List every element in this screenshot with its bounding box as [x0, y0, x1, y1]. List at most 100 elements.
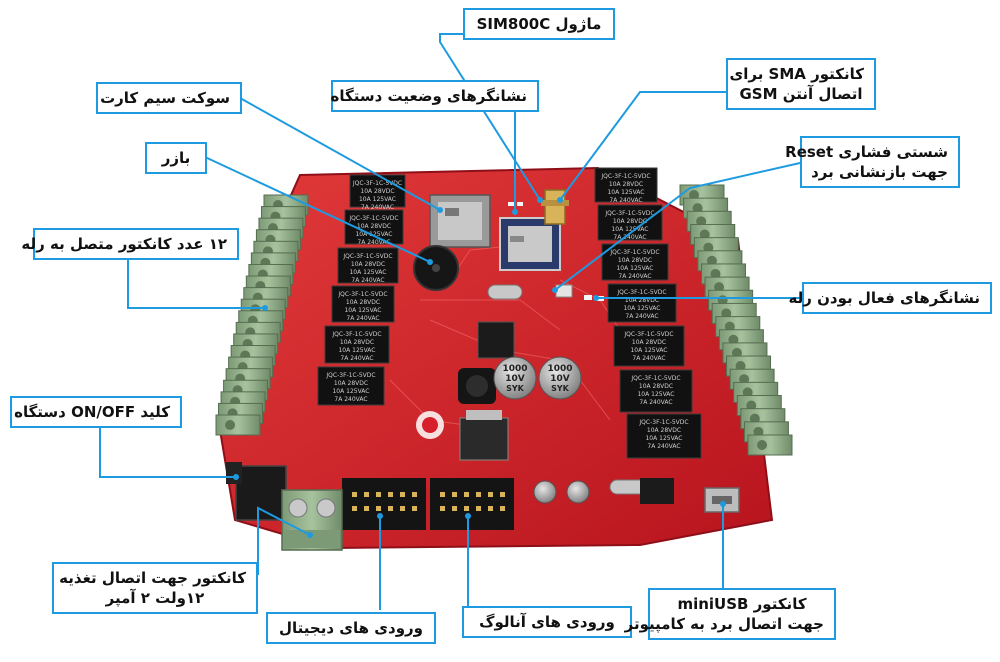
svg-text:7A 240VAC: 7A 240VAC: [647, 443, 680, 450]
svg-text:7A 240VAC: 7A 240VAC: [340, 355, 373, 362]
svg-text:7A 240VAC: 7A 240VAC: [346, 315, 379, 322]
svg-text:10A 125VAC: 10A 125VAC: [645, 435, 682, 442]
svg-text:10A 28VDC: 10A 28VDC: [340, 339, 374, 346]
capacitor-2: 1000 10V SYK: [538, 356, 582, 400]
callout-status-leds: نشانگرهای وضعیت دستگاه: [330, 80, 539, 112]
svg-text:7A 240VAC: 7A 240VAC: [361, 204, 394, 211]
svg-text:10A 28VDC: 10A 28VDC: [625, 297, 659, 304]
svg-text:10A 125VAC: 10A 125VAC: [355, 231, 392, 238]
svg-text:10A 28VDC: 10A 28VDC: [609, 181, 643, 188]
svg-text:10A 28VDC: 10A 28VDC: [618, 257, 652, 264]
left-terminal-20: [215, 414, 261, 436]
svg-text:JQC-3F-1C-5VDC: JQC-3F-1C-5VDC: [352, 180, 402, 187]
svg-text:10A 28VDC: 10A 28VDC: [639, 383, 673, 390]
board-logo: [416, 411, 444, 439]
svg-text:10A 125VAC: 10A 125VAC: [607, 189, 644, 196]
callout-sim-socket: سوکت سیم کارت: [96, 82, 242, 114]
svg-text:JQC-3F-1C-5VDC: JQC-3F-1C-5VDC: [325, 372, 375, 379]
svg-text:10A 28VDC: 10A 28VDC: [334, 380, 368, 387]
svg-text:1000: 1000: [547, 364, 572, 374]
mcu-chip: [477, 321, 515, 359]
svg-text:JQC-3F-1C-5VDC: JQC-3F-1C-5VDC: [600, 173, 650, 180]
svg-text:10A 28VDC: 10A 28VDC: [351, 261, 385, 268]
right-terminal-20: [747, 434, 793, 456]
analog-header: [430, 478, 514, 530]
svg-text:7A 240VAC: 7A 240VAC: [632, 355, 665, 362]
svg-text:10A 28VDC: 10A 28VDC: [647, 427, 681, 434]
svg-text:7A 240VAC: 7A 240VAC: [625, 313, 658, 320]
svg-text:7A 240VAC: 7A 240VAC: [639, 399, 672, 406]
svg-text:JQC-3F-1C-5VDC: JQC-3F-1C-5VDC: [616, 289, 666, 296]
svg-text:7A 240VAC: 7A 240VAC: [351, 277, 384, 284]
svg-text:10A 125VAC: 10A 125VAC: [611, 226, 648, 233]
callout-digital-inputs: ورودی های دیجیتال: [266, 612, 436, 644]
svg-text:10V: 10V: [550, 374, 570, 384]
callout-relay-connectors: ۱۲ عدد کانکتور متصل به رله: [21, 228, 239, 260]
svg-text:JQC-3F-1C-5VDC: JQC-3F-1C-5VDC: [348, 215, 398, 222]
power-terminal-block: [281, 489, 343, 551]
svg-text:SYK: SYK: [506, 384, 525, 393]
callout-power-switch: کلید ON/OFF دستگاه: [10, 396, 182, 428]
svg-text:7A 240VAC: 7A 240VAC: [613, 234, 646, 241]
svg-text:1000: 1000: [502, 364, 527, 374]
callout-reset: شستی فشاری Reset جهت بازنشانی برد: [785, 136, 960, 188]
svg-text:JQC-3F-1C-5VDC: JQC-3F-1C-5VDC: [609, 249, 659, 256]
svg-text:JQC-3F-1C-5VDC: JQC-3F-1C-5VDC: [638, 419, 688, 426]
callout-analog-inputs: ورودی های آنالوگ: [462, 606, 632, 638]
svg-text:JQC-3F-1C-5VDC: JQC-3F-1C-5VDC: [342, 253, 392, 260]
callout-sim800c: ماژول SIM800C: [463, 8, 615, 40]
power-switch: [226, 462, 242, 484]
svg-text:7A 240VAC: 7A 240VAC: [357, 239, 390, 246]
left-terminal-strip: [215, 194, 309, 436]
svg-text:10A 125VAC: 10A 125VAC: [630, 347, 667, 354]
svg-text:10A 28VDC: 10A 28VDC: [357, 223, 391, 230]
regulator: [459, 417, 509, 461]
svg-text:7A 240VAC: 7A 240VAC: [609, 197, 642, 204]
callout-miniusb: کانکتور miniUSB جهت اتصال برد به کامپیوت…: [625, 588, 836, 640]
svg-text:JQC-3F-1C-5VDC: JQC-3F-1C-5VDC: [337, 291, 387, 298]
svg-text:10A 28VDC: 10A 28VDC: [632, 339, 666, 346]
svg-text:10A 28VDC: 10A 28VDC: [613, 218, 647, 225]
svg-text:JQC-3F-1C-5VDC: JQC-3F-1C-5VDC: [623, 331, 673, 338]
svg-text:10A 125VAC: 10A 125VAC: [637, 391, 674, 398]
svg-text:10A 125VAC: 10A 125VAC: [359, 196, 396, 203]
svg-text:10A 125VAC: 10A 125VAC: [616, 265, 653, 272]
svg-text:JQC-3F-1C-5VDC: JQC-3F-1C-5VDC: [630, 375, 680, 382]
svg-text:JQC-3F-1C-5VDC: JQC-3F-1C-5VDC: [604, 210, 654, 217]
svg-text:10A 125VAC: 10A 125VAC: [344, 307, 381, 314]
right-terminal-strip: [679, 184, 793, 456]
svg-text:10A 125VAC: 10A 125VAC: [332, 388, 369, 395]
digital-header: [342, 478, 426, 530]
callout-relay-leds: نشانگرهای فعال بودن رله: [789, 282, 992, 314]
callout-power-connector: کانکتور جهت اتصال تغذیه ۱۲ولت ۲ آمپر: [52, 562, 258, 614]
svg-text:10A 28VDC: 10A 28VDC: [360, 188, 394, 195]
power-jack: [235, 465, 287, 521]
svg-text:10A 28VDC: 10A 28VDC: [346, 299, 380, 306]
svg-text:7A 240VAC: 7A 240VAC: [334, 396, 367, 403]
sim-socket: [429, 194, 491, 248]
svg-text:10V: 10V: [505, 374, 525, 384]
svg-text:10A 125VAC: 10A 125VAC: [623, 305, 660, 312]
capacitor-1: 1000 10V SYK: [493, 356, 537, 400]
svg-text:10A 125VAC: 10A 125VAC: [349, 269, 386, 276]
svg-text:7A 240VAC: 7A 240VAC: [618, 273, 651, 280]
sim800c-module: [499, 217, 561, 271]
leader-lines: [99, 33, 802, 610]
svg-text:SYK: SYK: [551, 384, 570, 393]
callout-sma: کانکتور SMA برای اتصال آنتن GSM: [726, 58, 876, 110]
